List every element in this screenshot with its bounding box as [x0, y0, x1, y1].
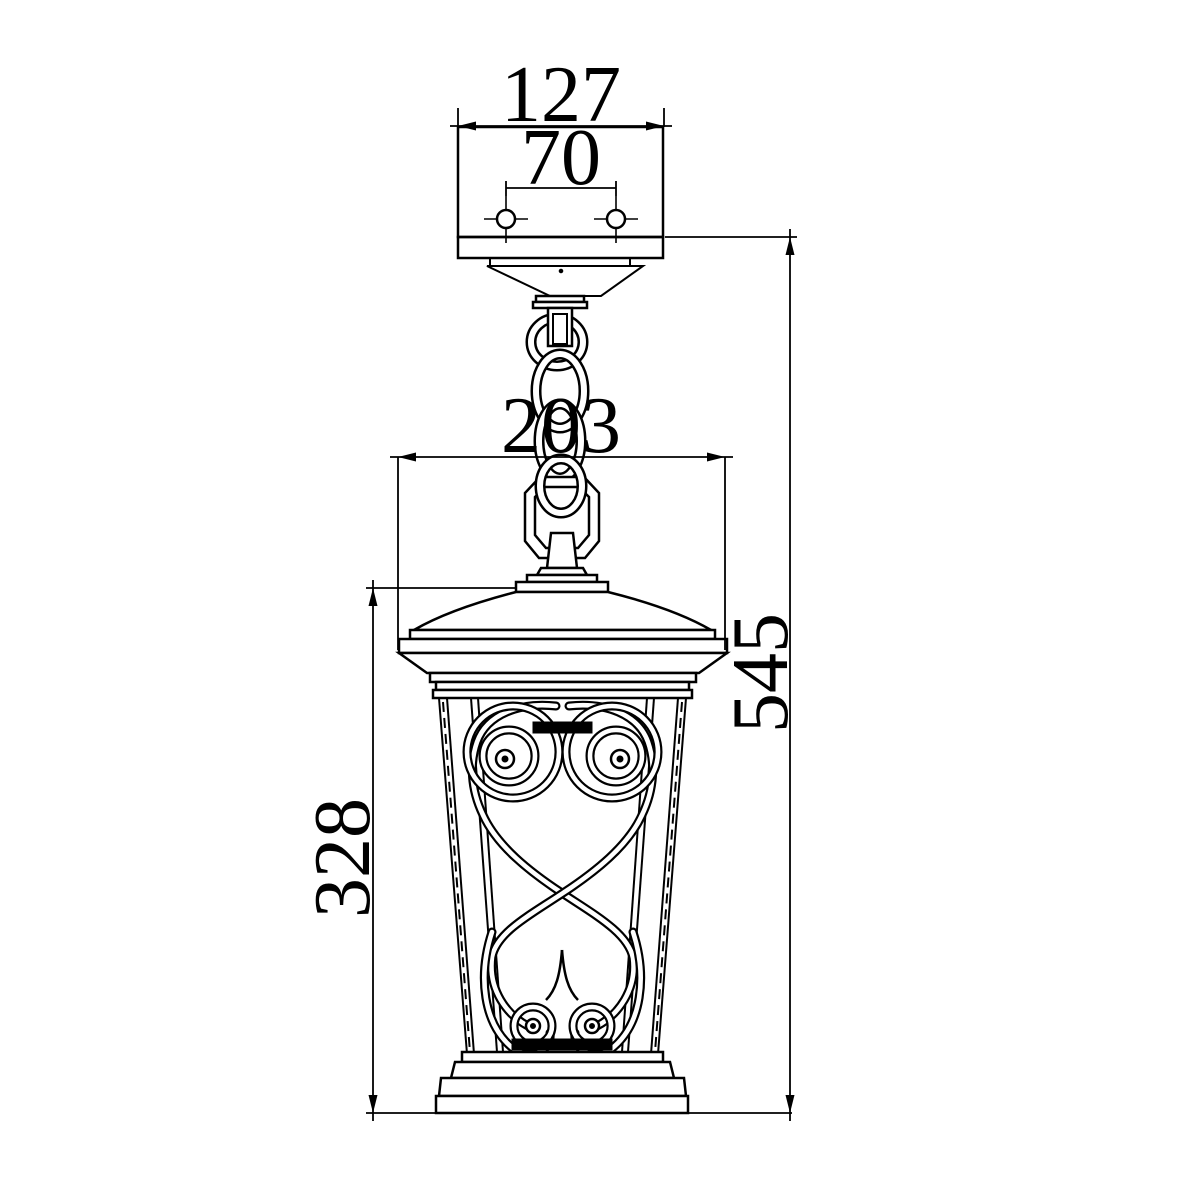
- roof-stem: [545, 531, 579, 570]
- roof-eave: [395, 651, 731, 675]
- canopy-screw-dot: [558, 268, 564, 274]
- roof-band: [397, 637, 729, 655]
- cage-top-bar: [431, 688, 694, 700]
- cage-column-left: [438, 697, 475, 1055]
- dim-label-203: 203: [501, 382, 621, 470]
- dim-label-328: 328: [299, 798, 387, 918]
- canopy-stem: [546, 306, 574, 348]
- ornament-scrollwork: [467, 705, 658, 1054]
- mounting-holes: [484, 196, 638, 243]
- lantern-roof: [395, 531, 731, 700]
- cornice-step: [428, 671, 698, 684]
- chain: [531, 306, 584, 478]
- roof-rim: [408, 628, 717, 641]
- lantern-body: [438, 697, 687, 1055]
- mount-hole-left: [495, 208, 517, 230]
- dim-body-height: 328: [299, 580, 517, 1121]
- dim-lantern-width: 203: [390, 382, 733, 650]
- dim-overall-height: 545: [665, 229, 805, 1121]
- roof-top-plate: [514, 580, 610, 594]
- ornament-top-bar: [532, 721, 593, 734]
- dim-label-127: 127: [501, 51, 621, 139]
- dim-hole-spacing: 70: [505, 114, 617, 202]
- scroll-left: [467, 706, 559, 798]
- mount-hole-right: [605, 208, 627, 230]
- dim-label-545: 545: [717, 613, 805, 733]
- roof-bell: [409, 590, 716, 632]
- ornament-bottom-bar: [511, 1038, 613, 1051]
- cage-column-right: [650, 697, 687, 1055]
- dim-canopy-width: 127: [450, 51, 672, 139]
- dim-label-70: 70: [521, 114, 601, 202]
- scroll-right: [566, 706, 658, 798]
- lantern-base: [434, 1050, 690, 1115]
- canopy: [486, 265, 647, 310]
- bottom-fleur: [514, 949, 611, 1045]
